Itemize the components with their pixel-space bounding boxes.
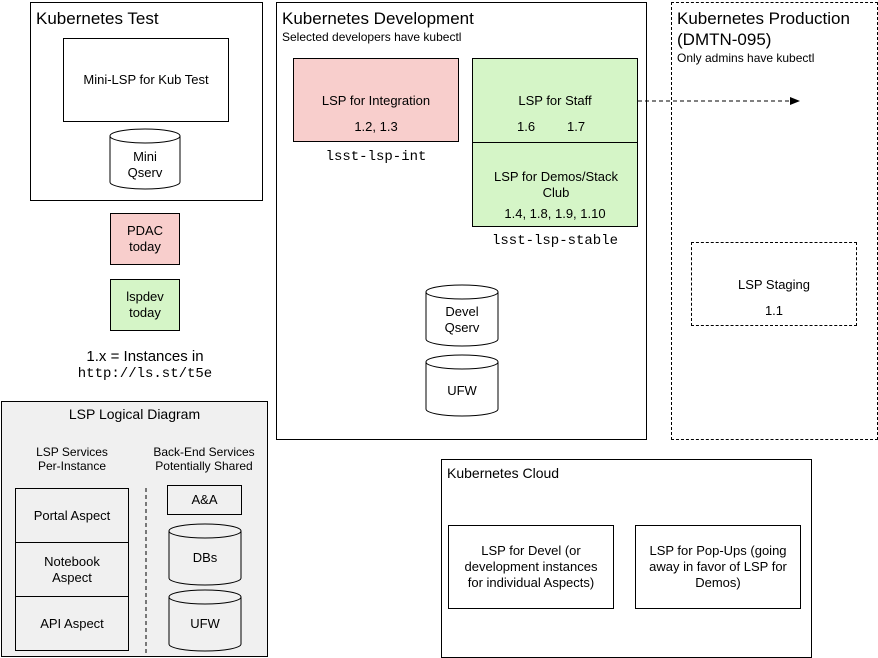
kubernetes-development-title: Kubernetes Development <box>282 9 474 28</box>
legend-pdac-today: PDAC today <box>110 213 180 265</box>
dbs-label: DBs <box>192 550 218 565</box>
dev-ufw-label: UFW <box>447 383 477 398</box>
kubernetes-production-container: Kubernetes Production (DMTN-095) Only ad… <box>671 2 878 440</box>
lsp-staff-box: LSP for Staff 1.6 1.7 <box>472 58 638 143</box>
logical-divider <box>145 488 147 653</box>
logical-ufw-label: UFW <box>190 616 220 631</box>
mini-lsp-box: Mini-LSP for Kub Test <box>63 38 229 122</box>
cluster-label-lsst-lsp-stable: lsst-lsp-stable <box>491 233 619 249</box>
instances-note: 1.x = Instances in <box>86 348 204 365</box>
kubernetes-development-subtitle: Selected developers have kubectl <box>282 30 462 44</box>
legend-lspdev-today: lspdev today <box>110 279 180 331</box>
instances-link: http://ls.st/t5e <box>77 366 213 382</box>
mini-lsp-label: Mini-LSP for Kub Test <box>83 72 209 87</box>
notebook-aspect-box: Notebook Aspect <box>15 542 129 597</box>
kubernetes-production-subtitle: Only admins have kubectl <box>677 51 815 65</box>
dev-ufw-database <box>425 354 499 417</box>
portal-aspect-box: Portal Aspect <box>15 488 129 543</box>
logical-ufw-database <box>168 589 242 652</box>
lsp-services-header: LSP Services Per-Instance <box>36 445 108 473</box>
kubernetes-production-title-line2: (DMTN-095) <box>677 30 772 49</box>
api-aspect-box: API Aspect <box>15 596 129 651</box>
lsp-devel-box: LSP for Devel (or development instances … <box>448 525 614 609</box>
lsp-demos-stack-club-box: LSP for Demos/Stack Club 1.4, 1.8, 1.9, … <box>472 142 638 227</box>
kubernetes-test-title: Kubernetes Test <box>36 9 159 28</box>
mini-qserv-database <box>109 128 181 190</box>
lsp-staging-box: LSP Staging 1.1 <box>691 242 857 326</box>
cluster-label-lsst-lsp-int: lsst-lsp-int <box>325 149 427 165</box>
logical-diagram-title: LSP Logical Diagram <box>68 406 201 422</box>
aa-box: A&A <box>167 485 242 515</box>
lsp-integration-box: LSP for Integration 1.2, 1.3 <box>293 58 459 142</box>
kubernetes-production-title-line1: Kubernetes Production <box>677 9 850 28</box>
lsp-popups-box: LSP for Pop-Ups (going away in favor of … <box>635 525 801 609</box>
devel-qserv-database <box>425 284 499 347</box>
staff-to-production-arrow <box>638 97 800 105</box>
kubernetes-cloud-title: Kubernetes Cloud <box>447 465 560 481</box>
dbs-database <box>168 523 242 586</box>
devel-qserv-label: Devel Qserv <box>444 304 480 335</box>
backend-services-header: Back-End Services Potentially Shared <box>153 445 255 473</box>
mini-qserv-label: Mini Qserv <box>127 149 163 180</box>
